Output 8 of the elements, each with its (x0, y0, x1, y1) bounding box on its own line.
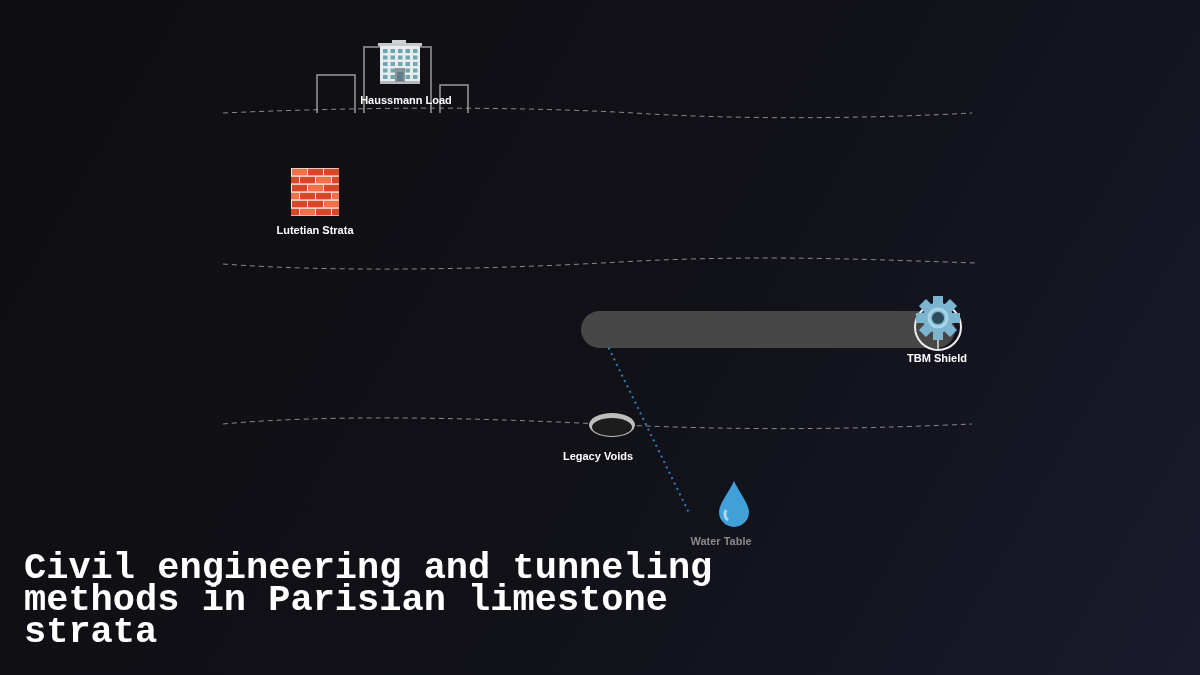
node-label: Water Table (689, 535, 753, 547)
node-label: Legacy Voids (561, 450, 635, 462)
title: Civil engineering and tunneling methods in Parisian limestone strata (24, 552, 714, 648)
dotted-connector (607, 346, 690, 513)
node-label: TBM Shield (906, 352, 968, 364)
node-label: Lutetian Strata (275, 224, 355, 236)
node-label: Haussmann Load (359, 94, 453, 106)
tunnel-bore-bar (581, 311, 955, 348)
